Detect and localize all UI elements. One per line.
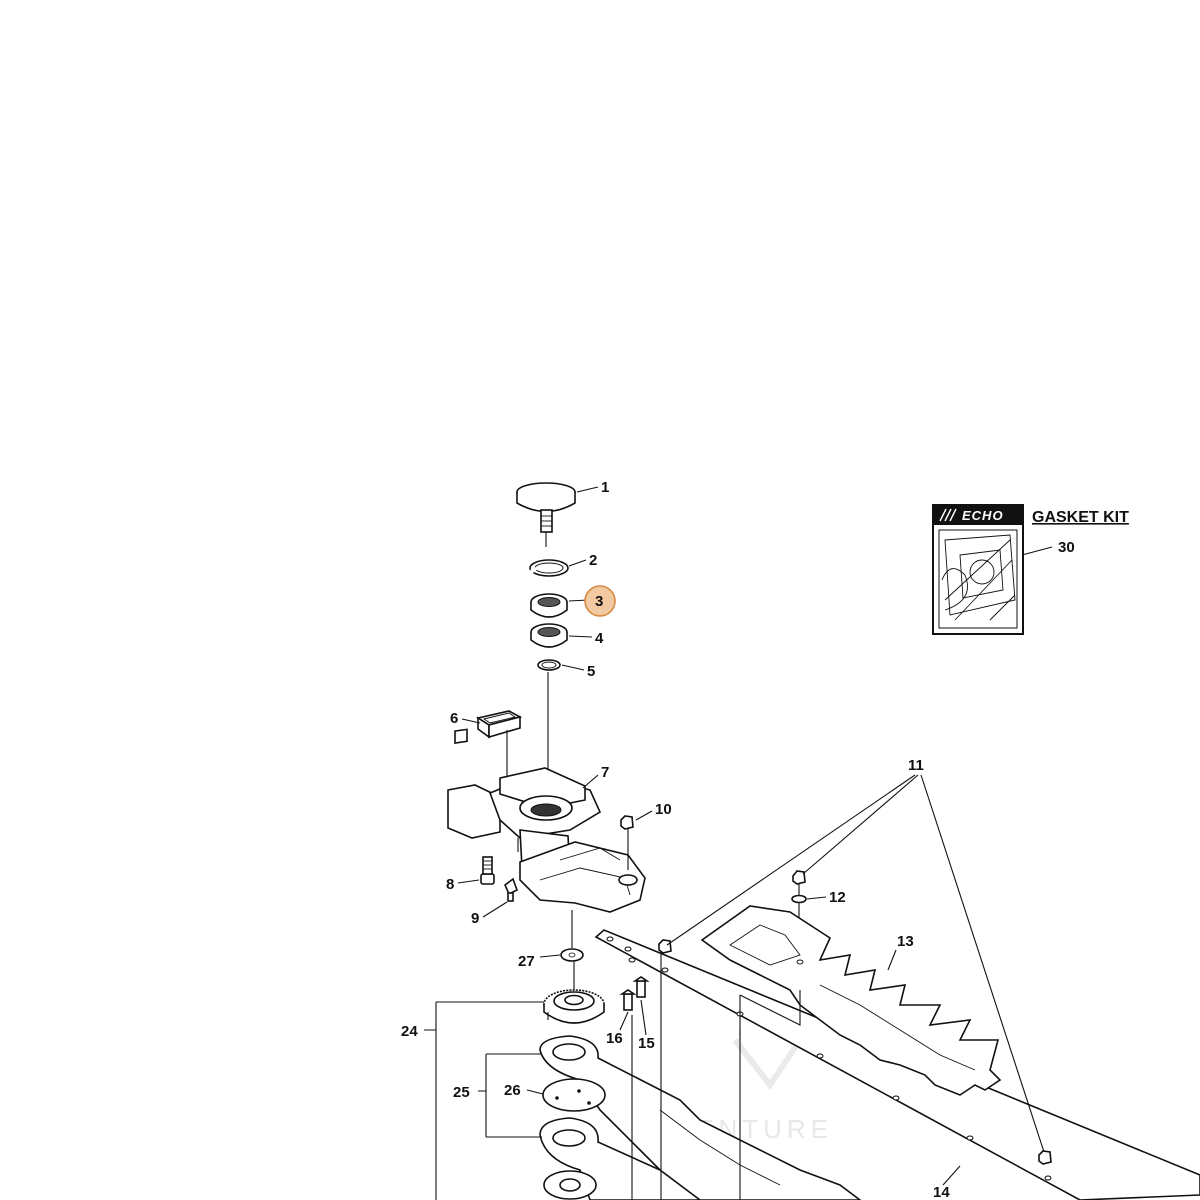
callout-26: 26 <box>504 1082 521 1099</box>
callout-15: 15 <box>638 1035 655 1052</box>
echo-logo-text: ECHO <box>962 508 1004 523</box>
gasket-kit-title: GASKET KIT <box>1032 509 1129 526</box>
callout-13: 13 <box>897 933 914 950</box>
blade-step-lines <box>739 990 801 1040</box>
part-2-snap-ring[interactable] <box>529 559 569 577</box>
part-24-crank-gear[interactable] <box>543 989 605 1024</box>
gasket-kit-box[interactable]: ECHO <box>932 504 1024 635</box>
part-6-plug[interactable] <box>475 710 523 780</box>
callout-2: 2 <box>589 552 597 569</box>
part-16-screw[interactable] <box>619 989 637 1011</box>
part-25-blade-upper[interactable] <box>539 1035 862 1200</box>
callout-3-highlight[interactable] <box>584 585 616 617</box>
callout-25: 25 <box>453 1084 470 1101</box>
part-7-gear-case[interactable] <box>447 728 646 913</box>
part-24-lower-gear[interactable] <box>543 1170 597 1200</box>
callout-16: 16 <box>606 1030 623 1047</box>
part-25-blade-lower[interactable] <box>539 1117 702 1200</box>
part-3-bearing[interactable] <box>530 593 568 618</box>
callout-12: 12 <box>829 889 846 906</box>
callout-10: 10 <box>655 801 672 818</box>
echo-logo: ECHO <box>939 508 1004 523</box>
part-13-upper-blade[interactable] <box>700 905 1002 1096</box>
callout-6: 6 <box>450 710 458 727</box>
part-15-screw[interactable] <box>632 976 650 998</box>
part-9-grease-fitting[interactable] <box>504 877 518 902</box>
part-26-plate[interactable] <box>542 1078 606 1112</box>
part-11-nut-a[interactable] <box>658 939 672 954</box>
callout-7: 7 <box>601 764 609 781</box>
part-4-bearing[interactable] <box>530 623 568 648</box>
callout-1: 1 <box>601 479 609 496</box>
part-1-pinion-cup[interactable] <box>516 482 576 547</box>
part-5-snap-ring[interactable] <box>537 659 561 671</box>
callout-30: 30 <box>1058 539 1075 556</box>
leader-lines <box>424 486 1053 1200</box>
callout-labels: 1 2 3 4 5 6 7 8 9 10 11 12 13 14 15 16 2… <box>401 479 1075 1200</box>
part-10-nut[interactable] <box>620 815 634 870</box>
callout-3: 3 <box>595 593 603 610</box>
callout-27: 27 <box>518 953 535 970</box>
callout-8: 8 <box>446 876 454 893</box>
callout-9: 9 <box>471 910 479 927</box>
callout-14: 14 <box>933 1184 950 1200</box>
callout-5: 5 <box>587 663 595 680</box>
callout-24: 24 <box>401 1023 418 1040</box>
gasket-kit-illustration <box>938 529 1018 629</box>
part-11-nut-b[interactable] <box>1038 1150 1052 1165</box>
part-8-bolt[interactable] <box>480 856 495 885</box>
part-27-washer[interactable] <box>560 910 584 990</box>
callout-4: 4 <box>595 630 604 647</box>
callout-11: 11 <box>908 757 924 774</box>
